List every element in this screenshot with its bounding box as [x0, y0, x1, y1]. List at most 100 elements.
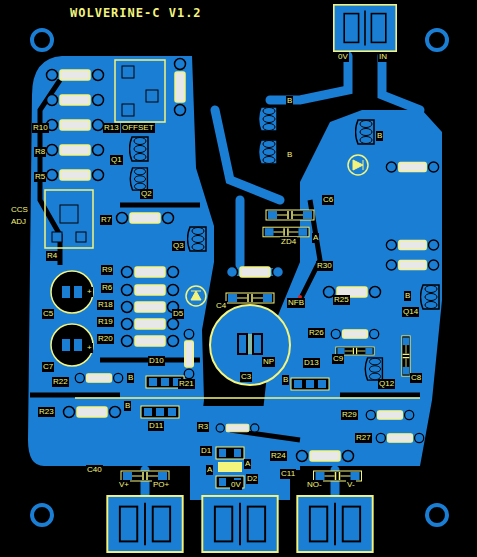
pcb-path [382, 56, 420, 110]
silkscreen-label: R10 [32, 123, 49, 133]
silkscreen-label: R30 [316, 261, 333, 271]
silkscreen-label: R3 [197, 422, 209, 432]
silkscreen-label: V+ [118, 480, 130, 490]
pcb-line [249, 334, 250, 354]
silkscreen-label: R24 [270, 451, 287, 461]
pcb-use [216, 424, 259, 432]
silkscreen-label: A [244, 459, 251, 469]
pcb-rect [122, 66, 134, 78]
pcb-use [226, 293, 274, 303]
pcb-rect [218, 462, 242, 472]
silkscreen-label: R27 [355, 433, 372, 443]
silkscreen-label: Q12 [378, 379, 395, 389]
pcb-rect [62, 339, 70, 351]
silkscreen-label: R7 [100, 215, 112, 225]
pcb-circle [51, 271, 93, 313]
pcb-use [386, 260, 438, 270]
pcb-rect [115, 60, 165, 122]
silkscreen-label: C8 [410, 373, 422, 383]
silkscreen-label: C5 [42, 309, 54, 319]
pcb-use [122, 336, 179, 347]
pcb-use [122, 319, 179, 330]
mounting-hole [32, 30, 447, 525]
pcb-path [270, 56, 348, 100]
pcb-path [191, 291, 201, 300]
silkscreen-label: R13 [103, 123, 120, 133]
silkscreen-label: C3 [240, 372, 252, 382]
silkscreen-label: A [206, 465, 213, 475]
pcb-path [190, 406, 300, 470]
pcb-rect [45, 190, 93, 248]
pcb-circle [51, 324, 93, 366]
pcb-use [376, 433, 424, 442]
pcb-circle [186, 286, 206, 306]
silkscreen-label: D5 [172, 309, 184, 319]
silkscreen-label: Q2 [140, 189, 153, 199]
pcb-use [117, 213, 174, 224]
pcb-rect [122, 104, 134, 116]
silkscreen-label: R5 [34, 172, 46, 182]
pcb-line [251, 334, 252, 354]
silkscreen-label: + [86, 287, 93, 297]
pcb-use [297, 451, 354, 462]
copper-isolation [30, 80, 420, 440]
silkscreen-label: R4 [46, 251, 58, 261]
silkscreen-label: D13 [303, 358, 320, 368]
pcb-use [75, 373, 123, 382]
silkscreen-label: CCS [10, 205, 29, 215]
pcb-rect [60, 205, 78, 223]
pcb-rect [253, 334, 262, 354]
silkscreen-label: Q14 [402, 307, 419, 317]
pcb-use [266, 210, 314, 220]
pcb-path [236, 200, 245, 265]
silkscreen-label: C9 [332, 354, 344, 364]
silkscreen-label: C11 [280, 469, 296, 479]
silkscreen-label: R29 [341, 410, 358, 420]
silkscreen-label: V- [346, 480, 356, 490]
pcb-circle [210, 305, 290, 385]
silkscreen-label: B [282, 375, 289, 385]
pcb-use [184, 329, 194, 378]
pcb-use [263, 227, 309, 237]
pcb-use [386, 162, 438, 172]
silkscreen-label: D10 [148, 356, 165, 366]
transistor-symbol [130, 107, 440, 380]
pcb-use [366, 410, 414, 419]
diode-symbol [141, 155, 368, 488]
silkscreen-label: R21 [178, 379, 195, 389]
silkscreen-label: IN [378, 52, 388, 62]
pcb-use [122, 302, 179, 313]
silkscreen-label: NFB [287, 298, 305, 308]
pcb-rect [146, 90, 158, 102]
pcb-rect [74, 339, 82, 351]
silkscreen-label: ZD4 [280, 237, 297, 247]
pcb-path [28, 56, 214, 466]
pcb-rect [234, 449, 241, 457]
silkscreen-label: D1 [200, 446, 212, 456]
pcb-path [340, 393, 420, 398]
pcb-use [130, 168, 147, 190]
silkscreen-label: R22 [52, 377, 69, 387]
board-title: WOLVERINE-C V1.2 [68, 6, 204, 20]
pcb-use [402, 336, 410, 376]
silkscreen-label: ADJ [10, 217, 27, 227]
pcb-circle [32, 505, 52, 525]
silkscreen-label: R18 [97, 300, 114, 310]
silkscreen-label: D2 [246, 474, 258, 484]
pcb-use [202, 496, 277, 552]
pcb-use [122, 285, 179, 296]
pcb-rect [74, 286, 82, 298]
pcb-rect [62, 286, 70, 298]
copper-pour [28, 56, 442, 500]
pcb-circle [427, 505, 447, 525]
silkscreen-label: + [86, 343, 93, 353]
silkscreen-label: 0V [337, 52, 349, 62]
silkscreen-label: Q3 [172, 241, 185, 251]
pcb-rect [238, 334, 247, 354]
silkscreen-label: B [376, 131, 383, 141]
pcb-use [365, 358, 382, 380]
silkscreen-label: R19 [97, 317, 114, 327]
pcb-use [130, 137, 149, 161]
pcb-path [120, 203, 200, 208]
